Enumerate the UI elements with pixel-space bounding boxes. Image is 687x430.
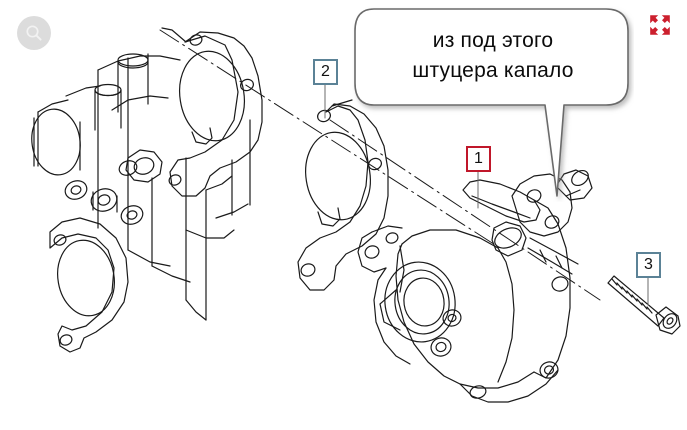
zoom-search-button[interactable] xyxy=(17,16,51,50)
engine-block-part xyxy=(31,27,263,353)
bubble-line-2: штуцера капало xyxy=(412,59,574,82)
callout-box-1[interactable]: 1 xyxy=(466,146,491,172)
search-icon xyxy=(26,25,42,41)
callout-box-3[interactable]: 3 xyxy=(636,252,661,278)
vacuum-pump-housing-part xyxy=(357,169,593,403)
expand-arrows-icon xyxy=(650,15,670,35)
fullscreen-button[interactable] xyxy=(647,12,673,38)
bubble-text-block: из под этого штуцера капало xyxy=(362,26,624,86)
bubble-line-1: из под этого xyxy=(432,29,554,52)
callout-box-2[interactable]: 2 xyxy=(313,59,338,85)
mounting-bolt-part xyxy=(607,275,681,335)
